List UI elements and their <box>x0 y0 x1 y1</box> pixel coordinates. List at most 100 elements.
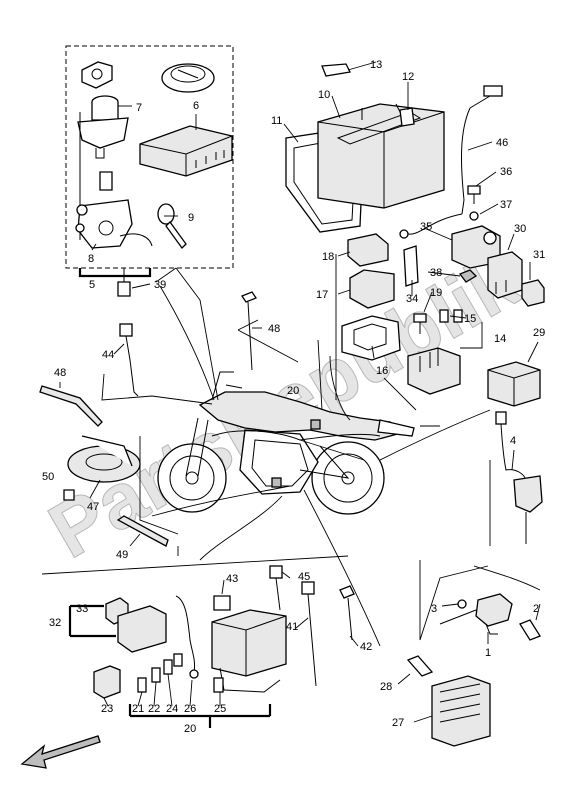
callout-27: 27 <box>392 717 404 729</box>
callout-48-left: 48 <box>54 367 66 379</box>
fuse-extra <box>173 653 183 667</box>
washer-3 <box>457 599 467 609</box>
callout-39: 39 <box>154 279 166 291</box>
callout-31: 31 <box>533 249 545 261</box>
callout-3: 3 <box>431 603 437 615</box>
fuse-24 <box>163 659 173 675</box>
callout-14: 14 <box>494 333 506 345</box>
cable-tie-42 <box>339 585 355 641</box>
fuse-22 <box>151 667 161 683</box>
callout-12: 12 <box>402 71 414 83</box>
callout-26: 26 <box>184 703 196 715</box>
callout-49: 49 <box>116 549 128 561</box>
fuse-23 <box>93 665 121 699</box>
callout-23: 23 <box>101 703 113 715</box>
main-switch-assembly <box>77 95 129 240</box>
callout-16: 16 <box>376 365 388 377</box>
callout-25: 25 <box>214 703 226 715</box>
bolt-43 <box>213 595 231 611</box>
callout-5: 5 <box>89 279 95 291</box>
callout-17: 17 <box>316 289 328 301</box>
fuse-25 <box>213 677 224 693</box>
connector-31 <box>521 279 545 307</box>
starter-relay-14 <box>407 309 463 395</box>
horn-47 <box>67 435 141 483</box>
callout-8: 8 <box>88 253 94 265</box>
key <box>157 203 187 249</box>
callout-7: 7 <box>136 102 142 114</box>
callout-28: 28 <box>380 681 392 693</box>
callout-10: 10 <box>318 89 330 101</box>
fuel-cap-lock <box>161 63 215 93</box>
callout-42: 42 <box>360 641 372 653</box>
callout-20-fusebox: 20 <box>184 723 196 735</box>
nut-38 <box>458 269 478 283</box>
relay-30 <box>487 251 523 299</box>
callout-34: 34 <box>406 293 418 305</box>
callout-18: 18 <box>322 251 334 263</box>
relay-32 <box>117 605 167 653</box>
ecu-module <box>139 125 233 177</box>
callout-30: 30 <box>514 223 526 235</box>
bolt-2 <box>519 619 541 641</box>
callout-13: 13 <box>370 59 382 71</box>
callout-22: 22 <box>148 703 160 715</box>
regulator-27 <box>431 675 491 747</box>
fuse-box-20 <box>211 609 287 693</box>
callout-labels: 1 2 3 4 5 6 7 8 9 10 11 12 13 14 15 16 1… <box>42 59 545 735</box>
callout-9: 9 <box>188 212 194 224</box>
callout-2: 2 <box>533 603 539 615</box>
callout-48-top: 48 <box>268 323 280 335</box>
callout-11: 11 <box>271 115 282 127</box>
arrow-down-left-icon <box>20 735 101 769</box>
callout-50: 50 <box>42 471 54 483</box>
callout-37: 37 <box>500 199 512 211</box>
sensor-4 <box>495 411 543 544</box>
washer-37 <box>469 211 479 221</box>
callout-38: 38 <box>430 267 442 279</box>
damper-18 <box>347 233 389 267</box>
battery <box>317 103 445 209</box>
callout-36: 36 <box>500 166 512 178</box>
wire-26 <box>175 595 199 679</box>
callout-6: 6 <box>193 100 199 112</box>
relay-29 <box>487 361 541 407</box>
bolt-28 <box>406 655 434 677</box>
callout-45: 45 <box>298 571 310 583</box>
callout-41: 41 <box>286 621 298 633</box>
callout-20-harness: 20 <box>287 385 299 397</box>
bolt-36 <box>467 185 481 204</box>
cable-tie-48-top <box>241 291 257 371</box>
handlebar-switch-lock <box>75 171 153 249</box>
callout-35: 35 <box>420 221 432 233</box>
battery-strap <box>399 107 415 127</box>
callout-pointers <box>59 61 541 723</box>
callout-15: 15 <box>464 313 476 325</box>
callout-29: 29 <box>533 327 545 339</box>
cable-tie-41 <box>301 581 317 687</box>
cable-tie-44 <box>119 323 139 397</box>
bolt-39 <box>117 268 131 297</box>
callout-43: 43 <box>226 573 238 585</box>
ignition-key-cap <box>81 61 113 89</box>
callout-19: 19 <box>430 287 442 299</box>
callout-24: 24 <box>166 703 178 715</box>
cable-tie-48-left <box>39 385 103 427</box>
bolt-50 <box>63 489 75 501</box>
callout-21: 21 <box>132 703 144 715</box>
sensor-1 <box>439 593 513 635</box>
callout-46: 46 <box>496 137 508 149</box>
motorcycle-illustration <box>157 371 415 515</box>
callout-44: 44 <box>102 349 114 361</box>
leader-lines <box>41 254 541 647</box>
damper-17 <box>349 269 395 309</box>
fuse-21 <box>137 677 147 693</box>
callout-33: 33 <box>76 603 88 615</box>
fuse-holder-34 <box>403 245 419 287</box>
battery-pad <box>321 63 351 77</box>
battery-cable-46 <box>399 85 503 239</box>
callout-4: 4 <box>510 435 516 447</box>
cable-tie-45 <box>269 565 283 611</box>
callout-32: 32 <box>49 617 61 629</box>
